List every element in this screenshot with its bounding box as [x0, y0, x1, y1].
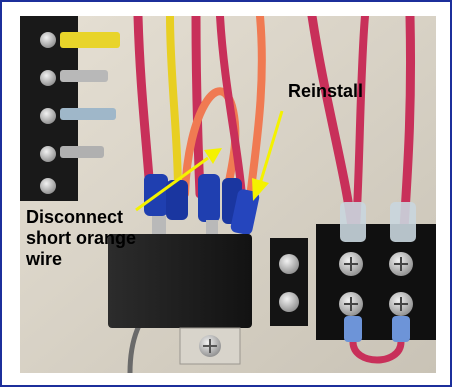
relay-block — [108, 234, 252, 365]
arrow-reinstall-icon — [252, 110, 284, 201]
wiring-scene — [20, 16, 436, 373]
reinstall-label: Reinstall — [288, 81, 364, 101]
arrow-disconnect-icon — [135, 148, 222, 212]
disconnect-label: Disconnect short orange wire — [26, 207, 136, 270]
disconnect-label-line-3: wire — [26, 249, 63, 269]
right-terminal-block — [270, 202, 436, 364]
disconnect-label-line-2: short orange — [26, 228, 137, 248]
wiring-photo: Reinstall Disconnect short orange wire — [20, 16, 436, 373]
disconnect-label-line-1: Disconnect — [26, 207, 124, 227]
left-terminal-strip — [20, 16, 120, 201]
